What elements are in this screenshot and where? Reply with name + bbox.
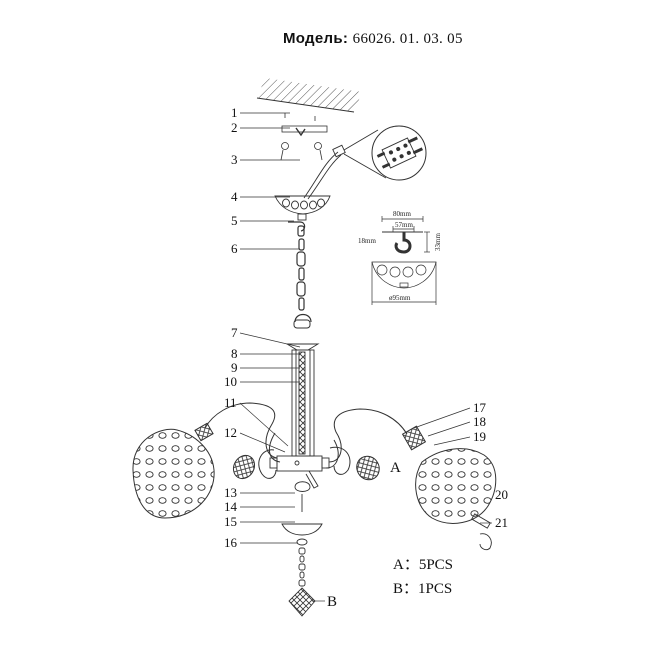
legend-a: A：5PCS bbox=[393, 557, 454, 573]
right-arm bbox=[325, 408, 427, 475]
callout-17: 17 bbox=[473, 400, 487, 415]
callout-1: 1 bbox=[231, 105, 238, 120]
callout-6: 6 bbox=[231, 241, 238, 256]
mounting-bracket bbox=[280, 113, 328, 161]
left-arm bbox=[194, 402, 281, 479]
right-shade bbox=[415, 448, 497, 524]
leader-lines bbox=[239, 112, 492, 602]
hook-detail bbox=[371, 216, 437, 305]
left-shade bbox=[132, 428, 215, 519]
wire-connector bbox=[303, 125, 427, 200]
callout-18: 18 bbox=[473, 414, 486, 429]
callout-4: 4 bbox=[231, 189, 238, 204]
callout-12: 12 bbox=[224, 425, 237, 440]
callout-14: 14 bbox=[224, 499, 238, 514]
right-ornament bbox=[356, 455, 380, 481]
callout-7: 7 bbox=[231, 325, 238, 340]
legend-b: B：1PCS bbox=[393, 581, 453, 597]
callout-13: 13 bbox=[224, 485, 237, 500]
callout-9: 9 bbox=[231, 360, 238, 375]
callout-3: 3 bbox=[231, 152, 238, 167]
dim-95: ø95mm bbox=[389, 294, 411, 302]
callout-20: 20 bbox=[495, 487, 508, 502]
hook-and-chain bbox=[288, 221, 312, 329]
callout-numbers: 1 2 3 4 5 6 7 8 9 10 11 12 13 14 15 16 1… bbox=[224, 105, 508, 610]
marker-b: B bbox=[327, 594, 337, 610]
left-ornament bbox=[232, 454, 256, 480]
callout-21: 21 bbox=[495, 515, 508, 530]
central-column bbox=[269, 343, 330, 489]
callout-11: 11 bbox=[224, 395, 237, 410]
dim-18: 18mm bbox=[358, 237, 376, 245]
callout-2: 2 bbox=[231, 120, 238, 135]
canopy bbox=[274, 195, 331, 221]
model-title: Модель: 66026. 01. 03. 05 bbox=[283, 30, 463, 48]
callout-10: 10 bbox=[224, 374, 237, 389]
dim-33: 33mm bbox=[434, 233, 442, 251]
model-label: Модель: bbox=[283, 30, 349, 47]
dim-57: 57mm bbox=[395, 221, 413, 229]
dim-80: 80mm bbox=[393, 210, 411, 218]
callout-15: 15 bbox=[224, 514, 237, 529]
ceiling bbox=[256, 78, 362, 113]
callout-8: 8 bbox=[231, 346, 238, 361]
callout-19: 19 bbox=[473, 429, 486, 444]
bulb-socket-parts bbox=[471, 513, 492, 551]
bottom-finial bbox=[281, 481, 323, 617]
model-number: 66026. 01. 03. 05 bbox=[352, 31, 463, 47]
marker-a: A bbox=[390, 460, 401, 476]
callout-5: 5 bbox=[231, 213, 238, 228]
callout-16: 16 bbox=[224, 535, 238, 550]
